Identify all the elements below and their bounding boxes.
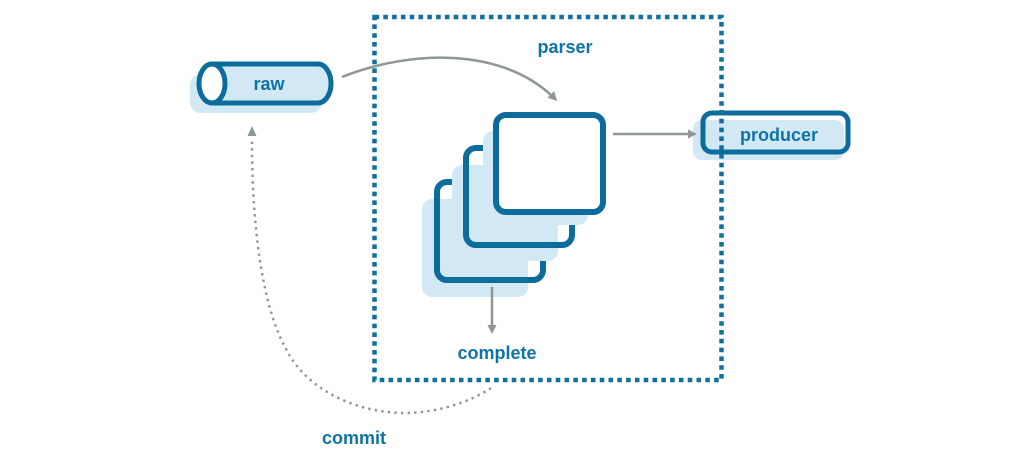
parser-container: parser bbox=[372, 14, 724, 383]
parser-dashed-border bbox=[372, 14, 724, 383]
raw-cylinder-node: raw bbox=[190, 61, 334, 113]
arrow-commit-head bbox=[247, 126, 257, 136]
message-stack bbox=[422, 112, 606, 297]
producer-label: producer bbox=[740, 125, 818, 145]
message-square-1 bbox=[493, 112, 606, 215]
arrow-stack-to-complete bbox=[487, 287, 497, 334]
arrow-commit-line bbox=[250, 139, 492, 415]
arrow-raw-to-stack-line bbox=[341, 56, 553, 97]
arrow-stack-to-complete-head bbox=[487, 325, 497, 334]
commit-label: commit bbox=[322, 428, 386, 448]
producer-box bbox=[700, 110, 851, 155]
arrow-commit-to-raw bbox=[247, 126, 492, 415]
parser-label: parser bbox=[537, 37, 592, 57]
complete-label: complete bbox=[457, 343, 536, 363]
raw-cylinder-body bbox=[209, 61, 334, 106]
arrow-raw-to-stack-head bbox=[547, 91, 557, 101]
raw-cylinder-cap bbox=[196, 61, 228, 106]
raw-label: raw bbox=[253, 74, 285, 94]
producer-node: producer bbox=[693, 110, 851, 160]
arrow-stack-to-producer-head bbox=[688, 129, 697, 139]
arrow-raw-to-stack bbox=[341, 56, 557, 101]
arrow-stack-to-producer bbox=[613, 129, 697, 139]
